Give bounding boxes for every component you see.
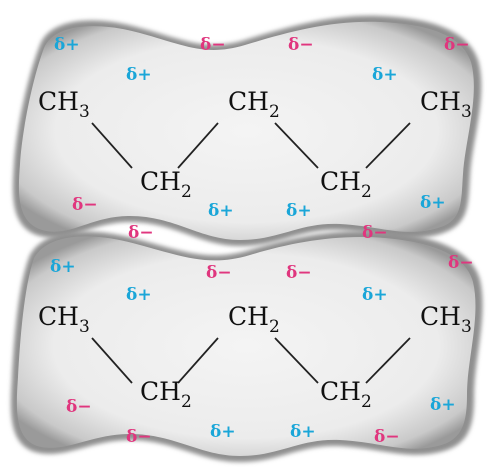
delta-plus-label: δ+: [430, 395, 456, 415]
group-base-label: CH: [38, 302, 79, 331]
delta-minus-label: δ−: [66, 397, 92, 417]
group-subscript-label: 2: [181, 182, 192, 202]
group-subscript-label: 3: [79, 317, 90, 337]
delta-minus-label: δ−: [128, 223, 154, 243]
delta-plus-label: δ+: [372, 65, 398, 85]
group-base-label: CH: [228, 302, 269, 331]
delta-minus-label: δ−: [448, 253, 474, 273]
bottom-molecule-group-2: CH2: [140, 377, 192, 412]
group-base-label: CH: [140, 377, 181, 406]
delta-minus-label: δ−: [286, 263, 312, 283]
group-base-label: CH: [320, 377, 361, 406]
delta-plus-label: δ+: [286, 201, 312, 221]
delta-plus-label: δ+: [126, 65, 152, 85]
delta-minus-label: δ−: [72, 195, 98, 215]
delta-minus-label: δ−: [288, 35, 314, 55]
bond-lines: [91, 122, 411, 384]
delta-plus-label: δ+: [362, 285, 388, 305]
group-subscript-label: 2: [269, 317, 280, 337]
bottom-molecule-bond-4: [365, 337, 411, 384]
group-subscript-label: 2: [269, 102, 280, 122]
delta-plus-label: δ+: [126, 285, 152, 305]
group-subscript-label: 2: [361, 182, 372, 202]
group-subscript-label: 2: [181, 392, 192, 412]
delta-minus-label: δ−: [200, 35, 226, 55]
bottom-molecule-bond-2: [177, 337, 219, 384]
group-subscript-label: 2: [361, 392, 372, 412]
delta-minus-label: δ−: [362, 223, 388, 243]
partial-charges: δ+ δ+ δ− δ− δ+ δ− δ− δ− δ+ δ+ δ− δ+ δ+ δ+ δ− δ− δ+ δ− δ− δ−…: [50, 35, 474, 447]
group-subscript-label: 3: [461, 317, 472, 337]
delta-plus-label: δ+: [54, 35, 80, 55]
group-base-label: CH: [420, 302, 461, 331]
bottom-molecule-group-1: CH3: [38, 302, 90, 337]
bottom-molecule-group-5: CH3: [420, 302, 472, 337]
top-molecule-bond-2: [177, 122, 219, 169]
group-base-label: CH: [38, 87, 79, 116]
top-molecule-group-3: CH2: [228, 87, 280, 122]
top-molecule-group-2: CH2: [140, 167, 192, 202]
top-molecule-bond-4: [365, 122, 411, 169]
bottom-molecule-group-4: CH2: [320, 377, 372, 412]
bottom-molecule-bond-3: [274, 337, 319, 384]
delta-plus-label: δ+: [420, 193, 446, 213]
top-molecule-bond-1: [91, 122, 133, 169]
top-molecule-group-4: CH2: [320, 167, 372, 202]
delta-minus-label: δ−: [374, 427, 400, 447]
delta-plus-label: δ+: [50, 257, 76, 277]
delta-minus-label: δ−: [444, 35, 470, 55]
group-base-label: CH: [140, 167, 181, 196]
top-molecule-group-5: CH3: [420, 87, 472, 122]
delta-minus-label: δ−: [126, 427, 152, 447]
group-subscript-label: 3: [79, 102, 90, 122]
group-base-label: CH: [420, 87, 461, 116]
group-base-label: CH: [228, 87, 269, 116]
electron-cloud-bottom: [10, 231, 483, 462]
delta-plus-label: δ+: [210, 422, 236, 442]
group-base-label: CH: [320, 167, 361, 196]
top-molecule-group-1: CH3: [38, 87, 90, 122]
bottom-molecule-bond-1: [91, 337, 133, 384]
electron-cloud-top: [13, 15, 482, 246]
delta-plus-label: δ+: [208, 201, 234, 221]
group-subscript-label: 3: [461, 102, 472, 122]
delta-minus-label: δ−: [206, 263, 232, 283]
delta-plus-label: δ+: [290, 422, 316, 442]
bottom-molecule-group-3: CH2: [228, 302, 280, 337]
top-molecule-bond-3: [274, 122, 319, 169]
